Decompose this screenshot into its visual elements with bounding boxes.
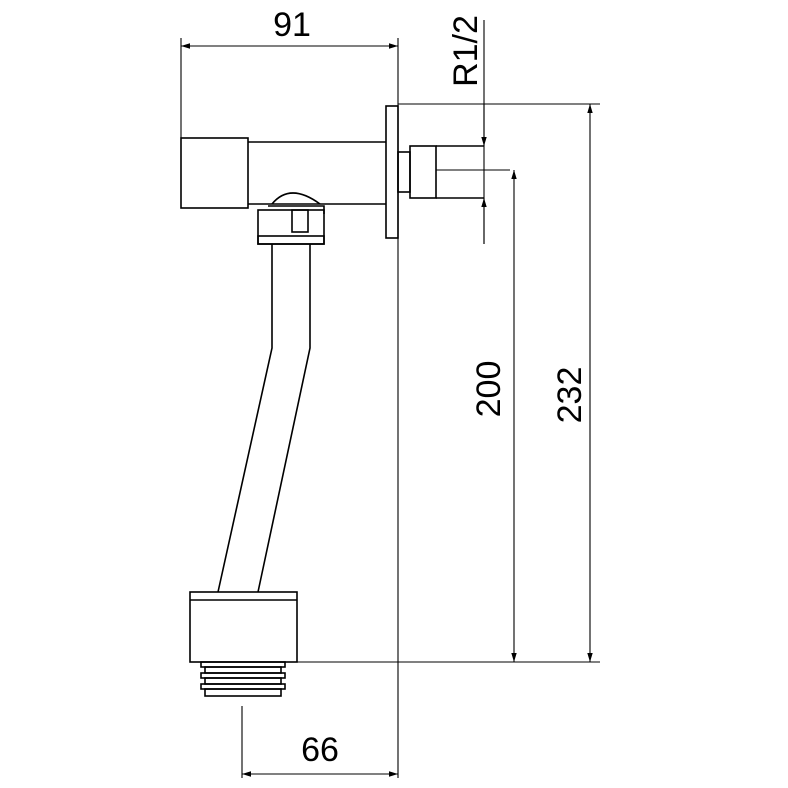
dimension-thread-label: R1/2 [447, 15, 485, 87]
dimension-200: 200 [470, 170, 517, 662]
dimension-66: 66 [242, 731, 398, 777]
dimension-232: 232 [551, 104, 593, 662]
bottom-coupling [189, 591, 298, 697]
dimension-thread: R1/2 [447, 15, 487, 244]
dimension-232-label: 232 [551, 367, 589, 424]
dimension-66-label: 66 [301, 731, 339, 769]
outlet-pipe [217, 244, 311, 593]
wall-connector [397, 151, 411, 193]
dimension-91: 91 [181, 6, 398, 49]
wall-flange [385, 105, 399, 239]
extension-lines [180, 38, 600, 778]
valve-body [180, 105, 510, 239]
dimension-91-label: 91 [273, 6, 311, 44]
valve-knob [180, 137, 249, 209]
union-nut [257, 192, 325, 245]
dimension-200-label: 200 [470, 361, 508, 418]
